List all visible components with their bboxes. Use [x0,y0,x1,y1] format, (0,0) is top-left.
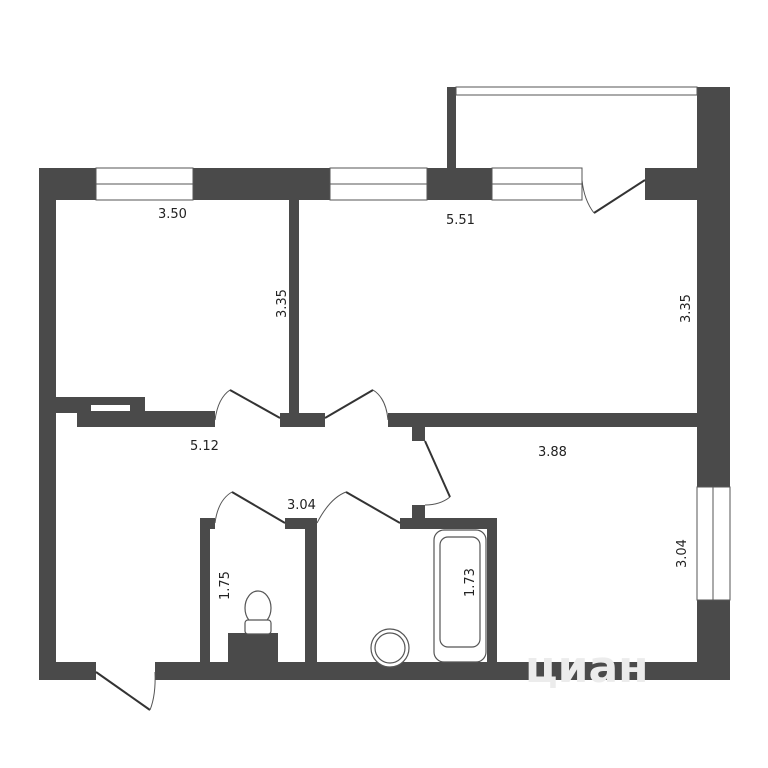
dim-room2-depth: 3.35 [679,294,694,323]
closet-niche [91,405,130,411]
dim-toilet-depth: 1.75 [218,571,233,600]
room3-door [424,440,451,498]
dim-room3-depth: 3.04 [675,539,690,568]
dim-bath-depth: 1.73 [463,568,478,597]
dimension-labels: 3.50 3.35 5.51 3.35 5.12 3.88 3.04 3.04 … [158,207,694,600]
dim-hall-length: 5.12 [190,439,219,454]
entrance-door [95,671,151,711]
dim-room3-width: 3.88 [538,445,567,460]
toilet-door [231,491,286,524]
dim-room1-width: 3.50 [158,207,187,222]
dim-room1-depth: 3.35 [275,289,290,318]
doors [95,179,646,711]
room2-door [324,389,374,419]
fixtures [244,529,487,668]
dim-corridor-width: 3.04 [287,498,316,513]
bathroom-door [345,491,401,524]
walls [39,87,730,680]
room1-door [229,389,281,419]
watermark: циан [525,642,649,693]
balcony-glazing [455,86,698,96]
balcony-door [593,179,646,214]
dim-room2-width: 5.51 [446,213,475,228]
windows [95,86,731,601]
